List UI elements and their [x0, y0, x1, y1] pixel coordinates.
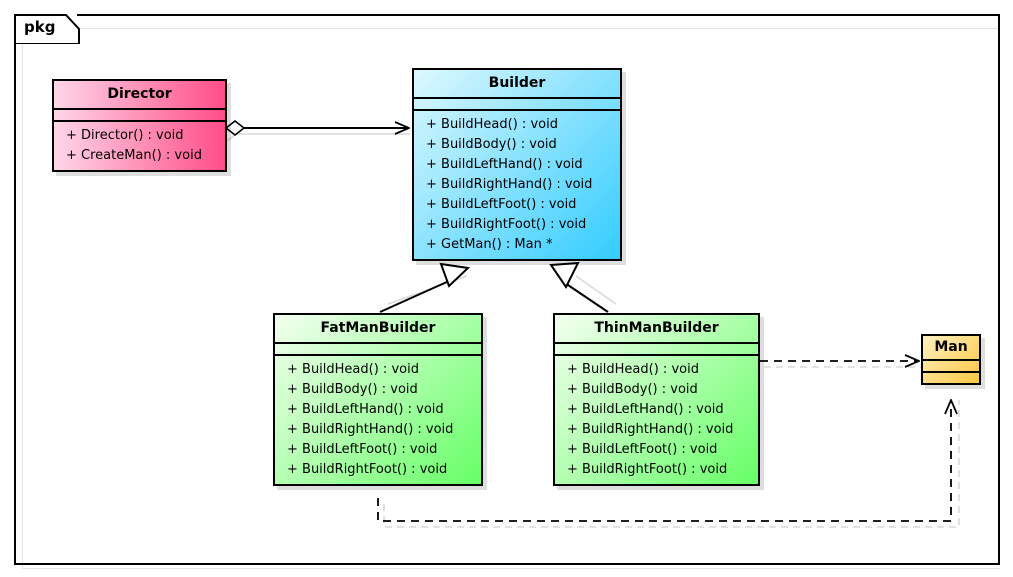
class-member: + BuildRightFoot() : void [567, 462, 728, 477]
class-name-thinmanbuilder: ThinManBuilder [594, 320, 719, 336]
class-name-director: Director [107, 86, 172, 102]
class-member: + BuildBody() : void [426, 137, 557, 152]
class-separator [275, 342, 481, 344]
class-member: + BuildRightHand() : void [426, 177, 593, 192]
class-member: + Director() : void [66, 128, 184, 143]
class-member: + BuildLeftHand() : void [287, 402, 444, 417]
frame-guide-left [22, 28, 23, 568]
class-member: + BuildLeftHand() : void [426, 157, 583, 172]
methods-compartment-man [923, 373, 979, 383]
class-separator [54, 120, 225, 122]
class-member: + CreateMan() : void [66, 148, 202, 163]
class-separator [555, 354, 758, 356]
package-tab [14, 14, 80, 44]
frame-guide-top [22, 28, 1000, 29]
frame-guide-bottom [22, 568, 1000, 569]
package-frame [14, 14, 1000, 565]
class-member: + BuildLeftHand() : void [567, 402, 724, 417]
class-box-man[interactable]: Man [921, 334, 981, 385]
class-box-fatmanbuilder[interactable]: FatManBuilder + BuildHead() : void + Bui… [273, 313, 483, 486]
class-member: + BuildBody() : void [567, 382, 698, 397]
attributes-compartment-man [923, 361, 979, 371]
class-separator [414, 109, 620, 111]
class-member: + BuildHead() : void [287, 362, 419, 377]
class-separator [275, 354, 481, 356]
class-separator [923, 371, 979, 373]
class-member: + BuildHead() : void [567, 362, 699, 377]
class-member: + GetMan() : Man * [426, 237, 553, 252]
class-member: + BuildRightFoot() : void [426, 217, 587, 232]
class-box-director[interactable]: Director + Director() : void + CreateMan… [52, 79, 227, 172]
class-member: + BuildBody() : void [287, 382, 418, 397]
class-separator [54, 108, 225, 110]
attributes-compartment-fatmanbuilder [275, 344, 481, 354]
methods-compartment-thinmanbuilder: + BuildHead() : void + BuildBody() : voi… [555, 356, 758, 484]
class-separator [923, 359, 979, 361]
class-member: + BuildLeftFoot() : void [567, 442, 718, 457]
package-frame-top-edge [77, 14, 1000, 16]
class-member: + BuildRightHand() : void [287, 422, 454, 437]
class-member: + BuildLeftFoot() : void [426, 197, 577, 212]
class-name-builder: Builder [488, 75, 546, 91]
class-box-thinmanbuilder[interactable]: ThinManBuilder + BuildHead() : void + Bu… [553, 313, 760, 486]
class-member: + BuildRightFoot() : void [287, 462, 448, 477]
methods-compartment-fatmanbuilder: + BuildHead() : void + BuildBody() : voi… [275, 356, 481, 484]
class-separator [414, 97, 620, 99]
attributes-compartment-director [54, 110, 225, 120]
class-member: + BuildRightHand() : void [567, 422, 734, 437]
package-label: pkg [24, 18, 56, 36]
class-member: + BuildHead() : void [426, 117, 558, 132]
attributes-compartment-thinmanbuilder [555, 344, 758, 354]
class-name-man: Man [934, 339, 968, 355]
class-name-fatmanbuilder: FatManBuilder [320, 320, 436, 336]
methods-compartment-builder: + BuildHead() : void + BuildBody() : voi… [414, 111, 620, 259]
class-member: + BuildLeftFoot() : void [287, 442, 438, 457]
class-separator [555, 342, 758, 344]
attributes-compartment-builder [414, 99, 620, 109]
class-box-builder[interactable]: Builder + BuildHead() : void + BuildBody… [412, 68, 622, 261]
methods-compartment-director: + Director() : void + CreateMan() : void [54, 122, 225, 170]
